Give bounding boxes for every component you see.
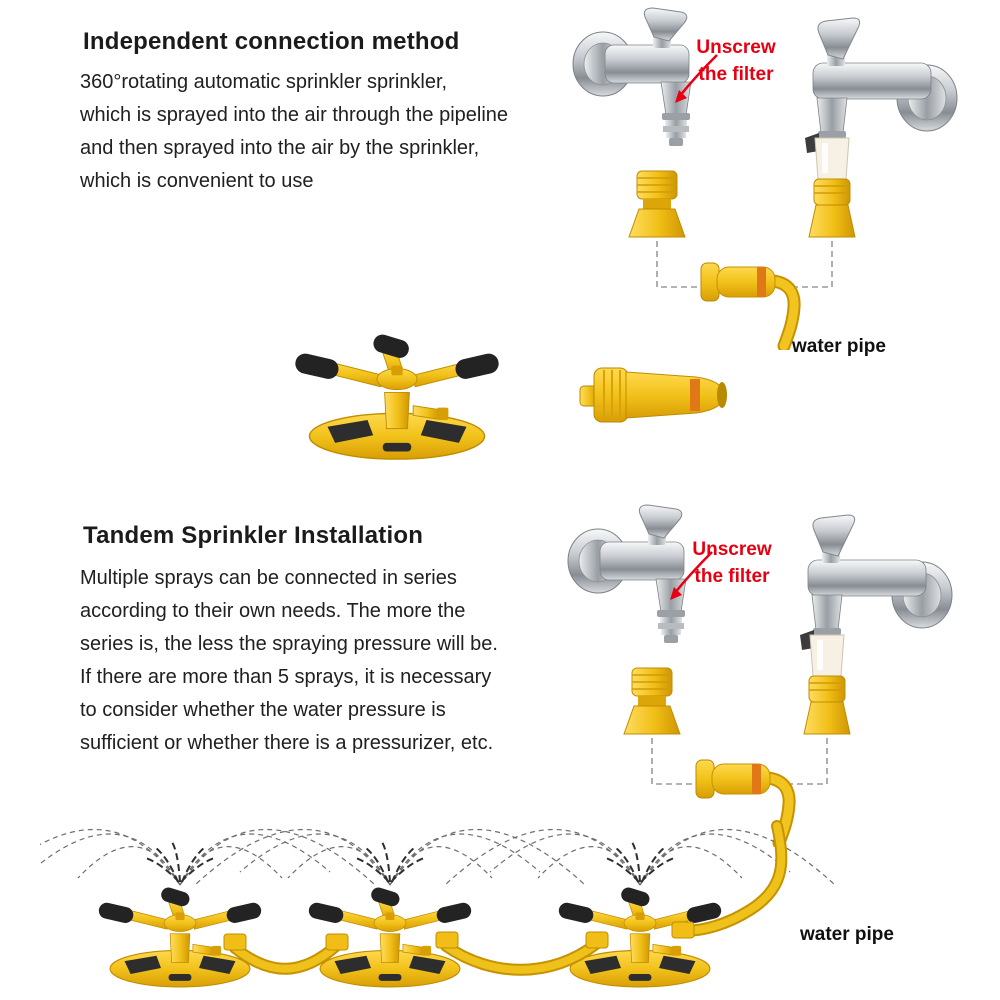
section1-body: 360°rotating automatic sprinkler sprinkl…	[80, 71, 509, 192]
pipe-joints	[223, 921, 695, 951]
rotating-sprinkler-image	[278, 320, 516, 463]
water-pipe-label-2: water pipe	[800, 924, 894, 945]
connecting-pipes	[229, 820, 788, 976]
section2-body: Multiple sprays can be connected in seri…	[80, 567, 498, 754]
tandem-sprinkler-3	[556, 885, 724, 988]
section1-title: Independent connection method	[83, 28, 460, 55]
unscrew-filter-callout-1: Unscrew the filter	[696, 37, 776, 85]
water-pipe-label-1: water pipe	[792, 336, 886, 357]
spray-arcs	[40, 829, 836, 886]
hose-quick-connector-image	[579, 367, 727, 423]
unscrew-filter-callout-2: Unscrew the filter	[692, 539, 772, 587]
section2-title: Tandem Sprinkler Installation	[83, 522, 424, 549]
tandem-sprinkler-scene	[40, 820, 836, 988]
fountain-jets	[145, 841, 675, 883]
